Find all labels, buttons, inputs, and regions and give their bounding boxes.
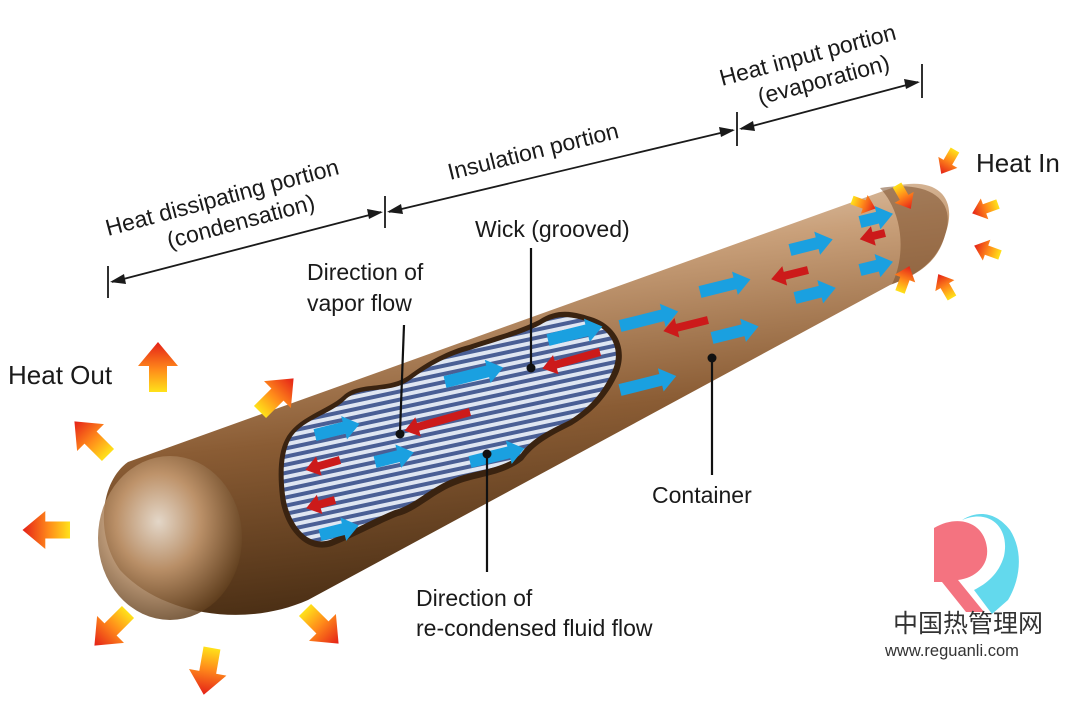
heat-arrow <box>931 144 965 180</box>
heat-arrow <box>138 342 178 392</box>
heat-arrow <box>970 235 1004 266</box>
fluid-flow-arrow <box>859 226 886 246</box>
heat-arrow <box>185 644 231 699</box>
vapor-line2: vapor flow <box>307 290 412 316</box>
vapor-flow-arrow <box>858 254 893 278</box>
vapor-flow-arrow <box>618 303 679 332</box>
fluid-flow-arrow <box>305 456 342 476</box>
vapor-line1: Direction of <box>307 259 424 285</box>
vapor-flow-arrow <box>546 318 603 346</box>
fluid-flow-arrow <box>771 266 809 286</box>
insulation-text: Insulation portion <box>445 117 621 185</box>
container-label: Container <box>652 482 752 508</box>
watermark-name: 中国热管理网 <box>893 609 1043 638</box>
vapor-flow-arrow <box>373 444 414 468</box>
fluid-flow-arrow <box>542 348 602 375</box>
vapor-flow-arrow <box>710 318 759 344</box>
vapor-flow-arrow <box>788 231 833 256</box>
vapor-flow-arrow <box>468 440 525 468</box>
heat-dissipating-portion-label: Heat dissipating portion (condensation) <box>103 154 342 254</box>
watermark-url: www.reguanli.com <box>884 642 1019 660</box>
logo-mark <box>934 514 1019 614</box>
fluid-flow-arrow <box>404 408 472 437</box>
heat-in-label: Heat In <box>976 148 1060 178</box>
vapor-flow-arrow <box>858 206 893 230</box>
flow-arrows <box>305 206 893 541</box>
vapor-flow-arrow <box>618 368 677 396</box>
dimension-lines <box>107 64 923 298</box>
watermark-logo: 中国热管理网 www.reguanli.com <box>884 514 1043 660</box>
wick-label: Wick (grooved) <box>475 216 630 242</box>
vapor-flow-arrow <box>793 280 836 304</box>
fluid-line2: re-condensed fluid flow <box>416 615 653 641</box>
vapor-flow-arrow <box>443 359 504 388</box>
fluid-line1: Direction of <box>416 585 533 611</box>
heat-arrow <box>928 268 962 304</box>
vapor-flow-arrow <box>698 271 751 298</box>
heat-out-label: Heat Out <box>8 360 113 390</box>
vapor-flow-arrow <box>318 517 359 541</box>
heat-arrow <box>968 193 1002 224</box>
heat-arrow <box>60 407 122 469</box>
vapor-flow-arrow <box>313 416 360 441</box>
fluid-flow-arrow <box>663 316 709 338</box>
heat-arrow <box>291 596 353 658</box>
fluid-flow-arrow <box>306 494 337 515</box>
cutaway-section <box>278 311 622 548</box>
heat-input-portion-label: Heat input portion (evaporation) <box>717 19 899 110</box>
leader-lines <box>395 248 717 572</box>
wick-grooves <box>283 317 616 542</box>
heat-arrow <box>22 511 70 549</box>
insulation-portion-label: Insulation portion <box>445 117 621 185</box>
